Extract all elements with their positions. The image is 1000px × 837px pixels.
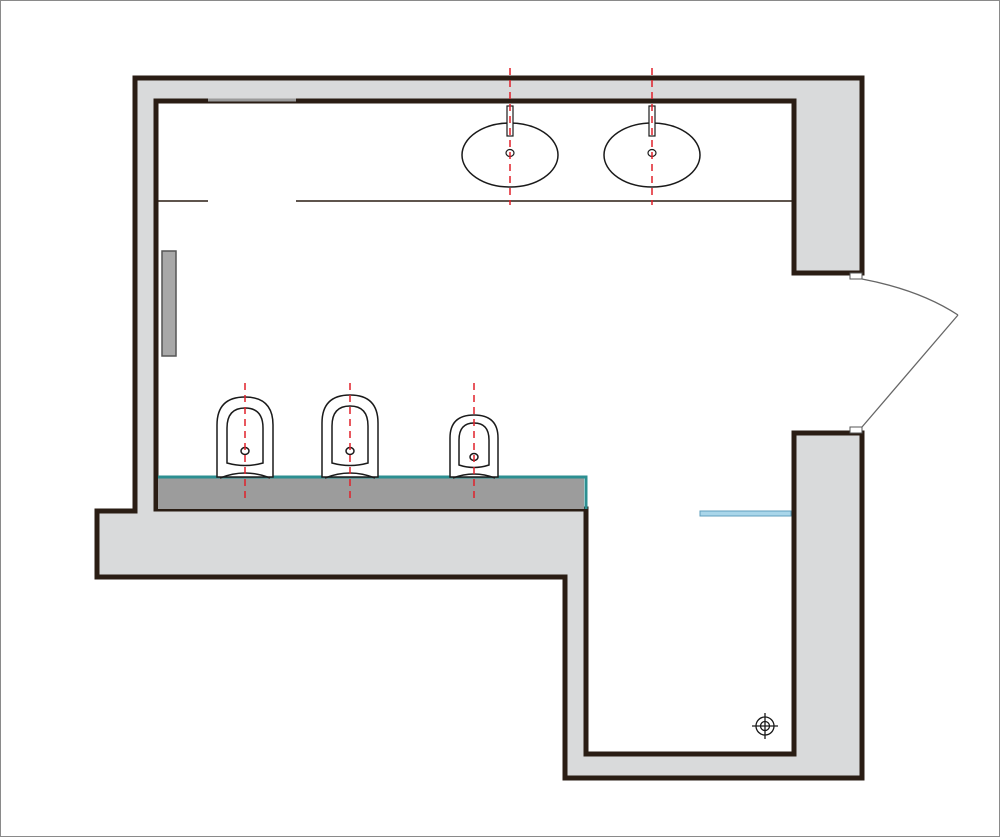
outer-wall-top	[94, 75, 865, 781]
washbasin-1	[461, 68, 559, 205]
door-hinge-top	[849, 272, 863, 280]
toilet-1	[216, 383, 274, 502]
toilet-2	[449, 383, 499, 502]
bidet	[321, 383, 379, 502]
door-hinge-bottom	[849, 426, 863, 434]
entrance-door	[849, 272, 959, 434]
radiator	[161, 250, 177, 357]
glass-shower-screen	[699, 510, 792, 517]
floor-drain-icon	[752, 713, 778, 739]
door-leaf	[861, 314, 959, 428]
installation-counter	[158, 478, 584, 509]
installation-counter-edge	[158, 475, 588, 509]
door-swing-arc	[861, 278, 959, 316]
washbasin-2	[603, 68, 701, 205]
